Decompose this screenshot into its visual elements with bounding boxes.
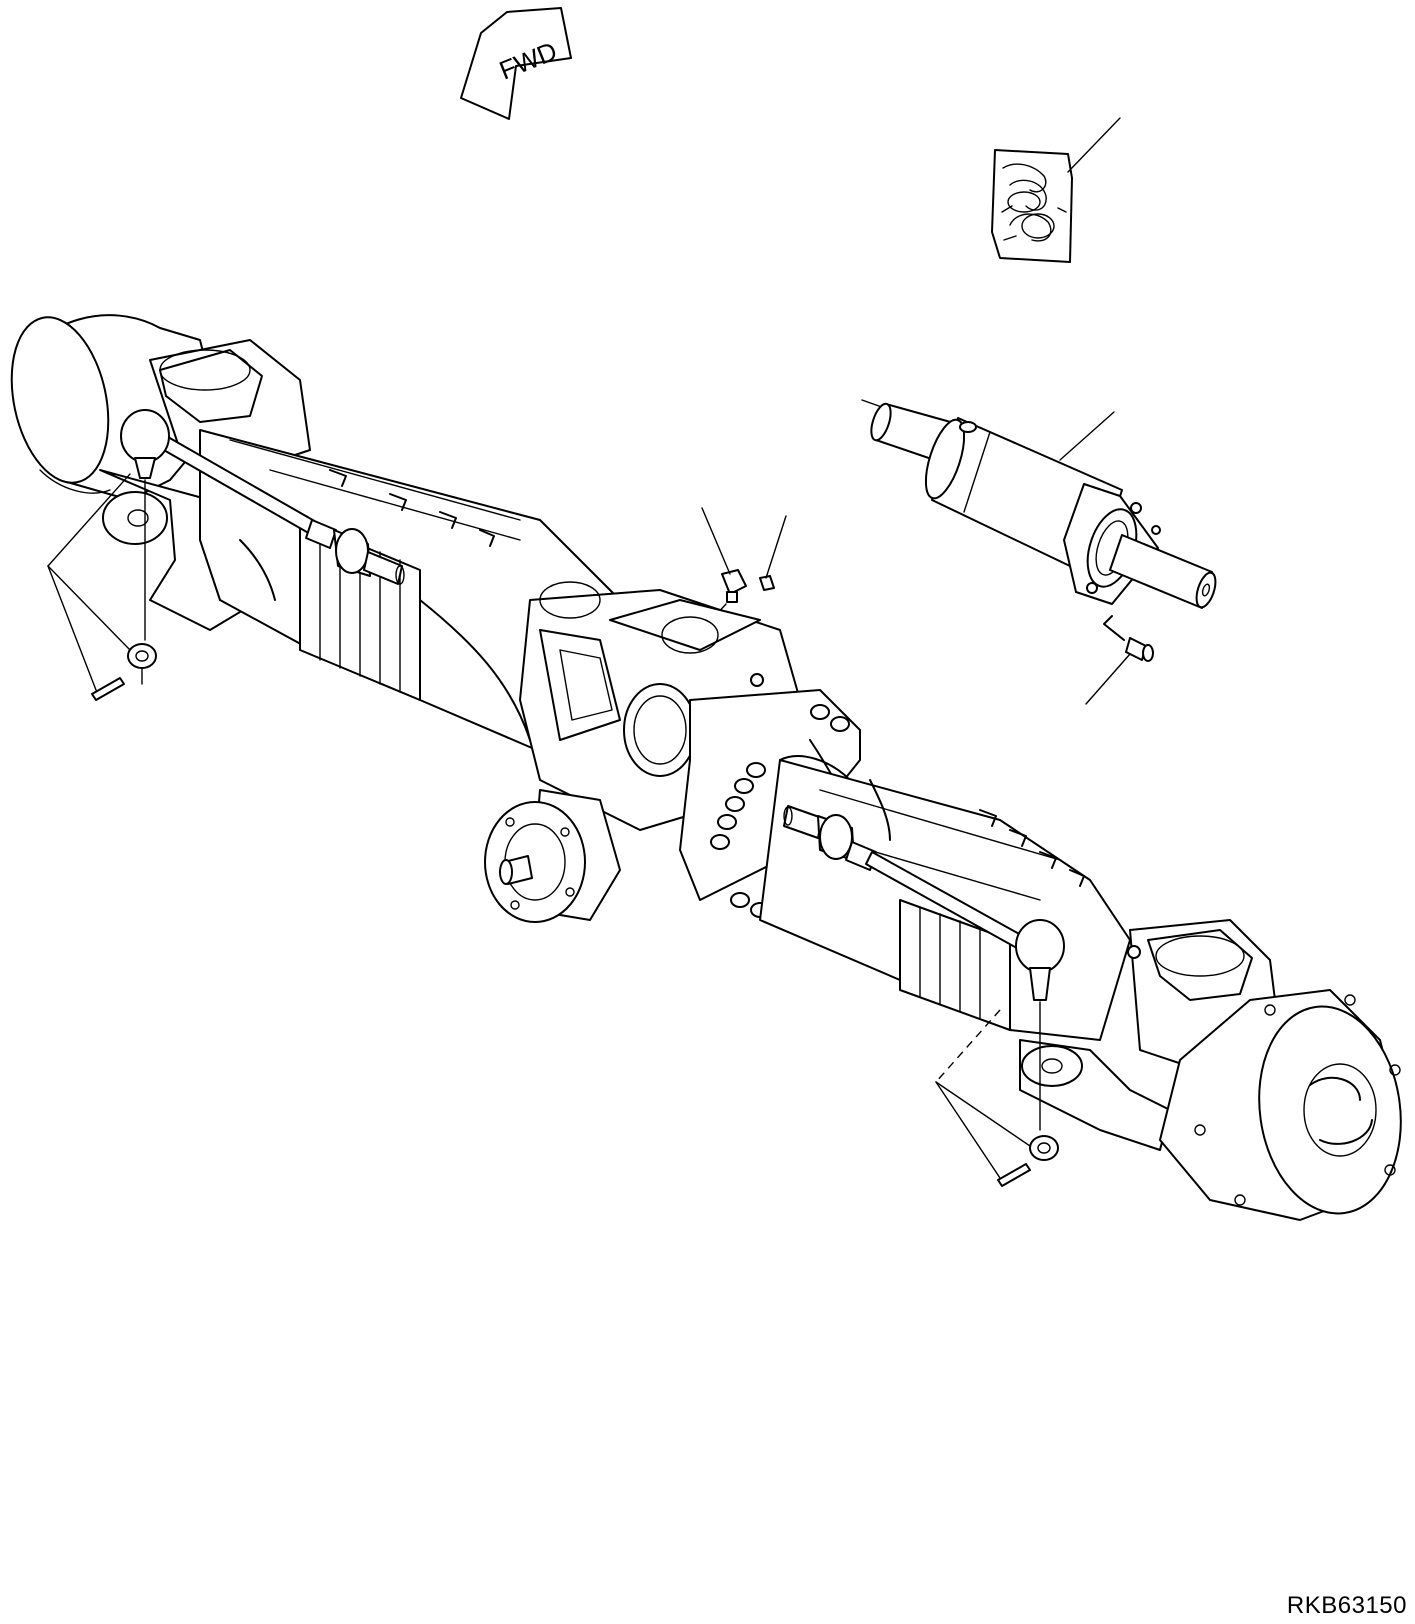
axle-housing bbox=[0, 308, 1414, 1222]
leader-line bbox=[1068, 118, 1120, 172]
breather-fitting bbox=[722, 570, 774, 602]
leader-line bbox=[1060, 412, 1114, 460]
right-tie-rod bbox=[784, 806, 1064, 1000]
forward-arrow-icon: FWD bbox=[461, 8, 571, 119]
leader-line bbox=[1086, 654, 1130, 704]
right-castle-nut bbox=[998, 1002, 1058, 1186]
left-tie-rod bbox=[121, 410, 404, 584]
leader-line bbox=[48, 566, 130, 650]
leader-line bbox=[936, 1010, 1000, 1082]
leader-line bbox=[702, 508, 730, 574]
leader-line bbox=[48, 474, 130, 566]
cylinder-bolt bbox=[1104, 616, 1153, 661]
leader-line bbox=[48, 566, 96, 690]
leader-line bbox=[766, 516, 786, 578]
steering-cylinder bbox=[862, 400, 1219, 610]
drawing-code: RKB63150 bbox=[1286, 1592, 1407, 1619]
seal-kit-bag bbox=[992, 150, 1072, 262]
input-flange bbox=[485, 790, 620, 922]
leader-line bbox=[936, 1082, 1000, 1178]
left-castle-nut bbox=[92, 480, 156, 700]
leader-line bbox=[936, 1082, 1030, 1146]
